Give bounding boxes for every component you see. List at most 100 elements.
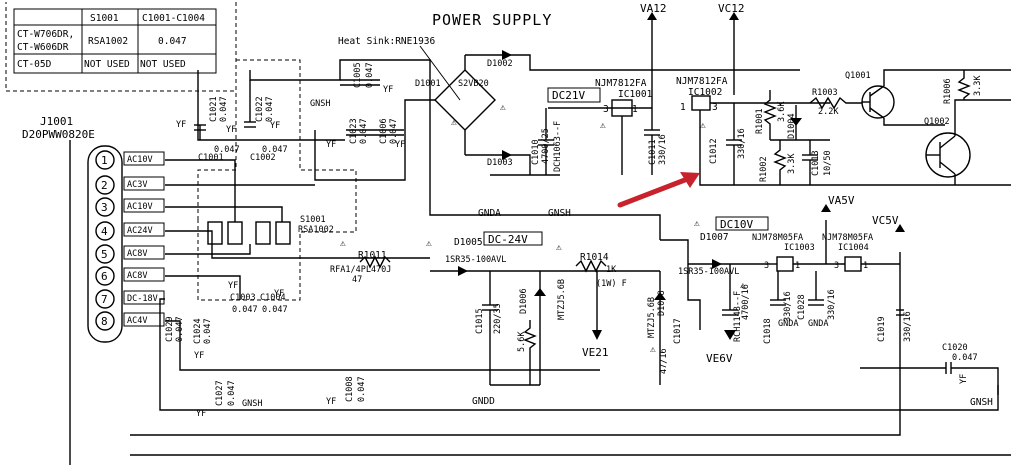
ic1002-pin: 1 (680, 102, 686, 113)
ic1003-pin1: 1 (795, 261, 800, 271)
transistor-q1001: Q1001 (845, 71, 895, 119)
r1014-caution: ⚠ (556, 242, 562, 253)
dc10v-box (715, 216, 769, 231)
pin-2-circle (95, 175, 115, 195)
c1017-label: C1017 (673, 318, 683, 344)
va12-label: VA12 (640, 2, 667, 15)
r1006-value: 3.3K (973, 75, 983, 96)
pin-7-number: 7 (101, 293, 108, 306)
c1015-label: C1015 (475, 308, 485, 334)
pin-3-circle (95, 197, 115, 217)
c1012-value: 330/16 (737, 128, 747, 159)
table-row2-model: CT-05D (17, 59, 52, 70)
d1004-label: D1004 (787, 113, 797, 139)
d1002-label: D1002 (487, 59, 513, 69)
diagram-title: POWER SUPPLY (432, 11, 552, 29)
d1001-label: D1001 (415, 79, 441, 89)
pin-5-number: 5 (101, 248, 108, 261)
c1010-label: C1010 (531, 139, 541, 165)
gnda-label-3: GNDA (808, 319, 828, 329)
yf-label-3: YF (270, 121, 280, 131)
r1014-watt: (1W) F (596, 279, 627, 289)
d1005-caution: ⚠ (426, 238, 432, 249)
c1013-label: C1013 (811, 150, 821, 176)
pin-7-label-box (123, 290, 165, 305)
ic1001-part: NJM7812FA (595, 78, 647, 89)
ic1001-pin1: 1 (632, 104, 638, 115)
pin-6-circle (95, 266, 115, 286)
c1024-value: 0.047 (203, 318, 213, 344)
pin-1-label: AC10V (127, 155, 153, 165)
r1011-caution: ⚠ (340, 238, 346, 249)
vc5v-arrow (895, 224, 905, 232)
s1001-label: S1001 (300, 215, 326, 225)
pin-7-circle (95, 289, 115, 309)
va12-arrow (647, 12, 657, 20)
d1008-label: D1008 (657, 290, 667, 316)
d1007-part: 1SR35-100AVL (678, 267, 739, 277)
q1001-collector (883, 69, 1011, 86)
yf-label-4: YF (383, 85, 393, 95)
ic1004-pin1: 1 (863, 261, 868, 271)
pin-3-number: 3 (101, 201, 108, 214)
c1003-value: 0.047 (232, 305, 258, 315)
d1004 (790, 118, 802, 126)
pin-8-circle (95, 311, 115, 331)
r1002 (773, 140, 787, 185)
rsa1002-label: RSA1002 (298, 225, 334, 235)
ic1001-label: IC1001 (618, 89, 653, 100)
connector-ref: J1001 (40, 115, 73, 128)
variant-boundary (5, 2, 237, 92)
r1014-label: R1014 (580, 252, 609, 263)
pin-5-label: AC8V (127, 249, 147, 259)
c1001-value: 0.047 (214, 145, 240, 155)
pin-4-label-box (123, 222, 165, 237)
c1011-label: C1011 (648, 139, 658, 165)
r1003 (809, 96, 862, 110)
ve21-label: VE21 (582, 346, 609, 359)
ic1003-pin: 3 (764, 261, 769, 271)
va5v-label: VA5V (828, 194, 855, 207)
r1006 (957, 70, 971, 100)
table-row1-model-b: CT-W606DR (17, 42, 69, 53)
yf-label-6: YF (395, 140, 405, 150)
yf-label-5: YF (326, 140, 336, 150)
pin-3-label: AC10V (127, 202, 153, 212)
c1028-value: 330/16 (827, 289, 837, 320)
q1002-label: Q1002 (924, 117, 950, 127)
pin-4-label: AC24V (127, 226, 153, 236)
pin-5-circle (95, 244, 115, 264)
r1011-value: 47 (352, 275, 362, 285)
dc10v-label: DC10V (720, 218, 753, 231)
switch-boundary (197, 59, 357, 301)
c1016-part: RCH1148--F (733, 291, 743, 342)
dc24v-box (483, 231, 543, 246)
gnsh-label-1: GNSH (310, 99, 330, 109)
yf-label-8: YF (274, 289, 284, 299)
pin-1-circle (95, 150, 115, 170)
c1010-part: DCH1063--F (553, 121, 563, 172)
pin-6-label-box (123, 267, 165, 282)
c1019-value: 330/16 (903, 311, 913, 342)
c1016-caution: ⚠ (740, 280, 746, 291)
c1016-value: 4700/16 (741, 284, 751, 320)
switch-s1001: S1001 RSA1002 (207, 215, 334, 245)
heat-sink-leader (419, 45, 461, 101)
q1001-emitter (883, 118, 945, 126)
r1003-label: R1003 (812, 88, 838, 98)
c1004-label: C1004 (260, 293, 286, 303)
table-row1-s1001: RSA1002 (88, 36, 128, 47)
ic1002-pin3: 3 (712, 102, 718, 113)
pin-1-label-box (123, 151, 165, 166)
pin-7-label: DC-18V (127, 294, 158, 304)
vc12-arrow (729, 12, 739, 20)
r1001-label: R1001 (755, 108, 765, 134)
ic1001-pin3: 3 (603, 104, 609, 115)
yf-label-9: YF (959, 374, 969, 384)
c1002-label: C1002 (250, 153, 276, 163)
input-capacitors: YF C1021 0.047 YF C1022 0.047 YF C1001 0… (176, 62, 405, 163)
pin-6-number: 6 (101, 270, 108, 283)
yf-label-11: YF (196, 409, 206, 419)
